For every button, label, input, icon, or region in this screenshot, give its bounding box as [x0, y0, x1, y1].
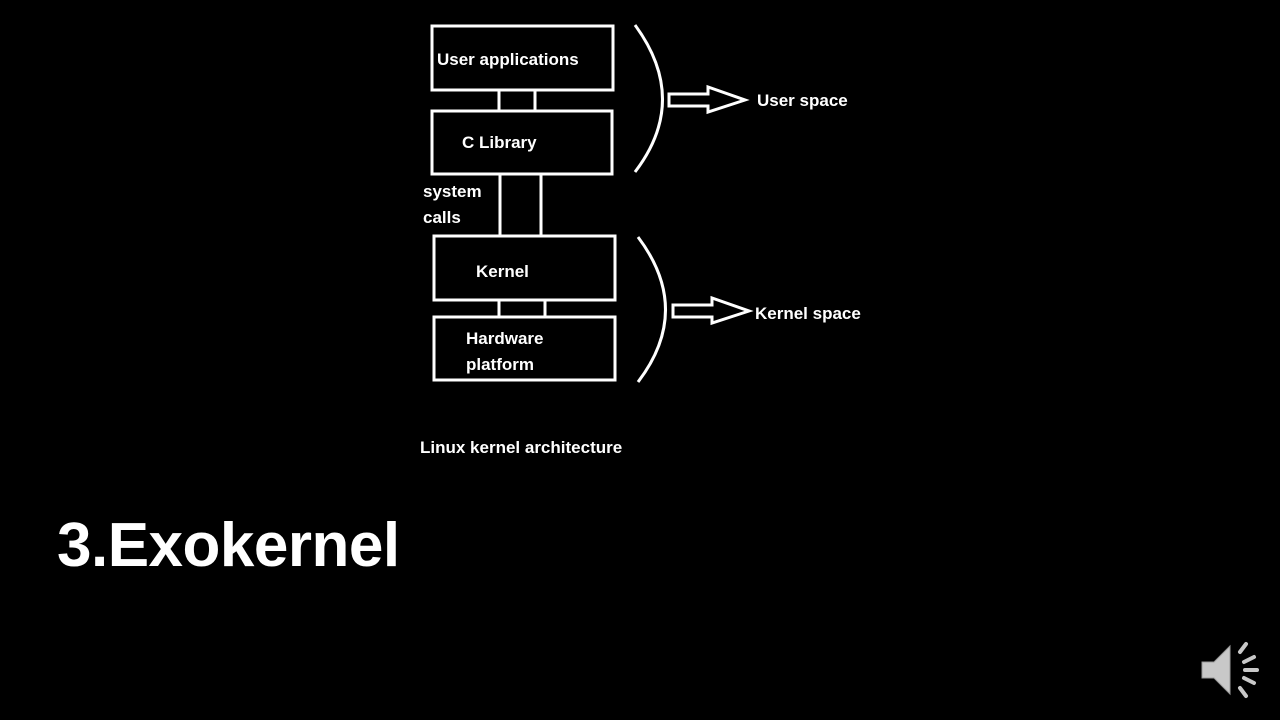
- kernel-box: [432, 234, 617, 302]
- kernel-hardware-connector: [497, 300, 547, 317]
- user-space-arrow-icon: [667, 84, 750, 115]
- speaker-icon: [1201, 642, 1259, 698]
- kernel-space-label: Kernel space: [755, 304, 861, 323]
- user-applications-box: [430, 24, 615, 92]
- c-library-label: C Library: [462, 133, 537, 152]
- system-label: system: [423, 182, 482, 201]
- kernel-space-arrow-icon: [671, 295, 754, 326]
- system-calls-connector: [498, 174, 543, 236]
- hardware-label: Hardware: [466, 329, 543, 348]
- diagram-caption: Linux kernel architecture: [420, 438, 622, 457]
- user-space-bracket: [633, 24, 664, 173]
- hardware-platform-box: [432, 315, 617, 382]
- kernel-space-bracket: [636, 236, 667, 383]
- audio-button[interactable]: [1196, 638, 1264, 702]
- slide-title: 3.Exokernel: [57, 511, 400, 580]
- c-library-box: [430, 109, 614, 176]
- kernel-label: Kernel: [476, 262, 529, 281]
- user-space-label: User space: [757, 91, 848, 110]
- user-applications-label: User applications: [437, 50, 579, 69]
- platform-label: platform: [466, 355, 534, 374]
- calls-label: calls: [423, 208, 461, 227]
- user-apps-c-library-connector: [497, 90, 537, 111]
